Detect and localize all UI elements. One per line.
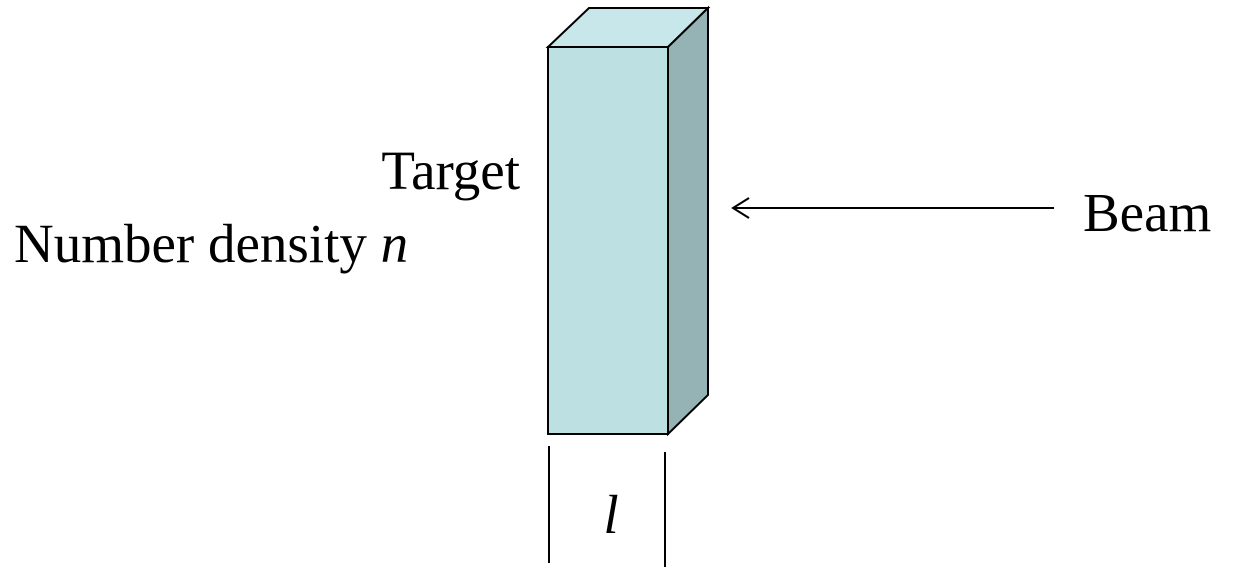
number-density-text: Number density	[14, 213, 381, 274]
target-label: Target	[381, 140, 520, 201]
thickness-label: l	[603, 484, 618, 545]
target-block	[545, 5, 711, 437]
beam-arrow	[731, 197, 1054, 219]
thickness-dimension	[548, 446, 666, 567]
beam-arrow-head	[731, 197, 750, 219]
target-side-face	[667, 5, 709, 437]
beam-label: Beam	[1083, 182, 1211, 243]
number-density-symbol: n	[381, 213, 409, 274]
number-density-label: Number density n	[14, 213, 408, 274]
target-front-face	[547, 46, 669, 435]
